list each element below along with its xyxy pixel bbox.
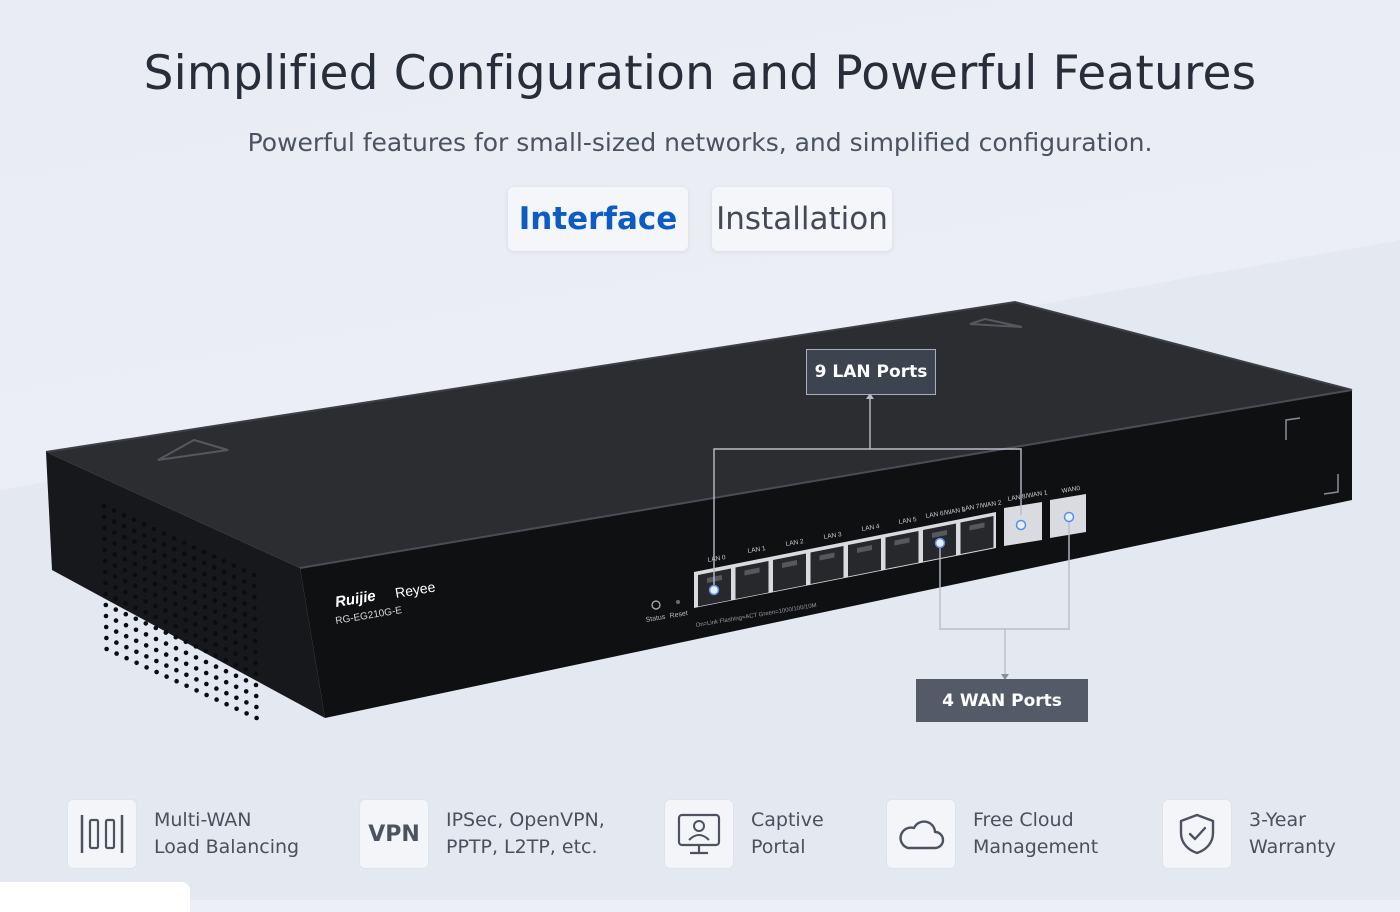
rj45-port: [885, 531, 919, 569]
feature-label: Captive Portal: [751, 809, 824, 858]
feature-label: Free Cloud Management: [973, 809, 1099, 858]
port-label: WAN0: [1061, 485, 1081, 495]
router-top-face: [46, 302, 1352, 568]
feature-captive-portal: Captive Portal: [664, 798, 824, 870]
tab-installation[interactable]: Installation: [712, 187, 892, 251]
port-label: LAN 3: [823, 531, 842, 541]
lan-ports-callout: 9 LAN Ports: [806, 349, 936, 395]
feature-label: 3-Year Warranty: [1249, 809, 1336, 858]
router-vents: [101, 503, 259, 721]
port-label: LAN 1: [747, 545, 766, 555]
port-label: LAN 2: [785, 538, 804, 548]
vpn-icon: VPN: [359, 799, 429, 869]
vpn-icon-text: VPN: [368, 821, 420, 847]
rj45-port: [773, 553, 806, 592]
feature-label: Multi-WAN Load Balancing: [154, 809, 300, 858]
rj45-port: [735, 561, 769, 599]
rj45-port: [848, 538, 881, 577]
router-illustration: Ruijie Reyee RG-EG210G-E Status Reset On…: [45, 300, 1353, 721]
feature-cloud: Free Cloud Management: [886, 798, 1098, 870]
cloud-icon: [886, 799, 956, 869]
corner-panel: [0, 882, 190, 912]
feature-label: IPSec, OpenVPN, PPTP, L2TP, etc.: [446, 809, 605, 858]
led-label-reset: Reset: [669, 610, 688, 620]
brand-logo: Ruijie: [334, 587, 377, 611]
load-balancing-icon: [67, 799, 137, 869]
page-subtitle: Powerful features for small-sized networ…: [247, 128, 1153, 157]
feature-vpn: VPN IPSec, OpenVPN, PPTP, L2TP, etc.: [359, 798, 605, 870]
wan-ports-callout: 4 WAN Ports: [916, 679, 1088, 722]
captive-portal-icon: [664, 799, 734, 869]
callout-lines: [713, 396, 1070, 676]
led-label-status: Status: [645, 614, 666, 624]
port-label: LAN 0: [707, 554, 726, 564]
tab-interface[interactable]: Interface: [508, 187, 688, 251]
shield-check-icon: [1162, 799, 1232, 869]
port-label: LAN 5: [898, 516, 917, 526]
rj45-port: [810, 546, 844, 584]
page-title: Simplified Configuration and Powerful Fe…: [143, 46, 1257, 101]
feature-warranty: 3-Year Warranty: [1162, 798, 1336, 870]
port-label: LAN 4: [861, 523, 880, 533]
feature-load-balancing: Multi-WAN Load Balancing: [67, 798, 299, 870]
sub-brand-logo: Reyee: [394, 578, 437, 600]
rj45-port: [960, 516, 994, 554]
